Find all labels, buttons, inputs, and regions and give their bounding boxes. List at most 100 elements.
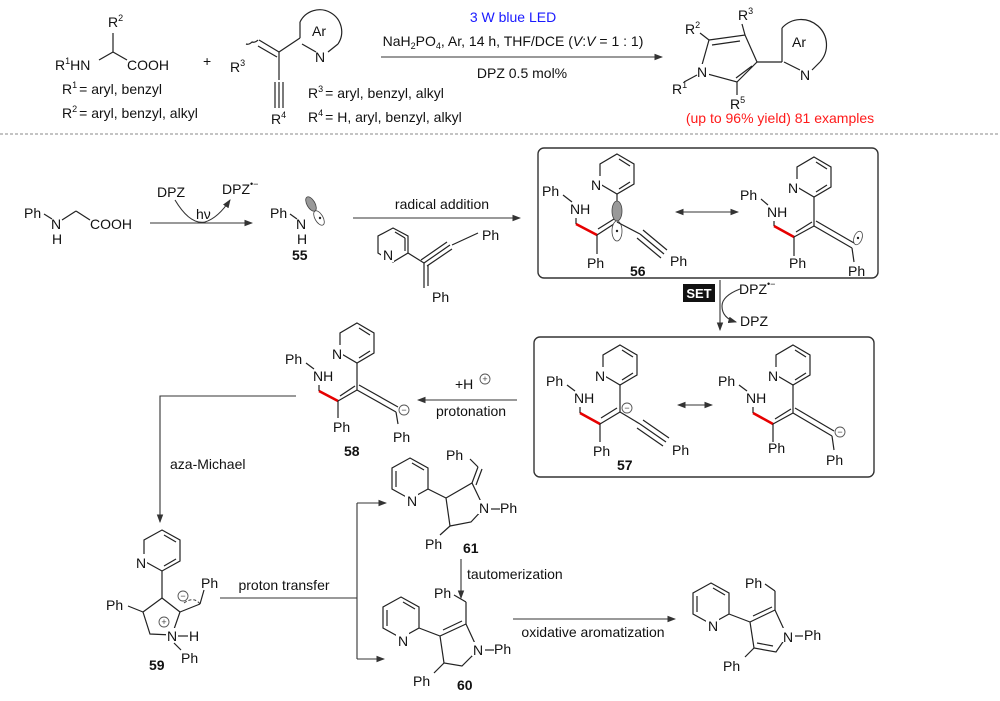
ph-label: Ph bbox=[181, 650, 198, 666]
ph-label: Ph bbox=[106, 597, 123, 613]
reactant-amino-acid: R2 R1HN COOH R1= aryl, benzyl R2= aryl, … bbox=[55, 13, 198, 121]
light-source-label: 3 W blue LED bbox=[470, 9, 556, 25]
negative-charge-icon bbox=[834, 426, 846, 438]
n-label: N bbox=[591, 177, 601, 193]
ph-label: Ph bbox=[270, 205, 287, 221]
step-label-tautomerization: tautomerization bbox=[467, 566, 563, 582]
compound-label-57: 57 bbox=[617, 457, 633, 473]
catalyst-label: DPZ 0.5 mol% bbox=[477, 65, 567, 81]
nh-label: NH bbox=[574, 390, 594, 406]
step-label-radical-addition: radical addition bbox=[395, 196, 489, 212]
set-badge bbox=[683, 284, 715, 302]
plus-sign: + bbox=[203, 53, 211, 69]
hv-label: hν bbox=[196, 206, 211, 222]
ph-label: Ph bbox=[670, 253, 687, 269]
charge-label: − bbox=[624, 403, 629, 413]
reactant-enyne: Ar N R3 R4 R3= aryl, benzyl, alkyl R4= H… bbox=[230, 9, 462, 127]
r1hn-label: R1HN bbox=[55, 56, 90, 73]
protonation-step: +H + protonation bbox=[416, 373, 517, 419]
p-r1-label: R1 bbox=[672, 80, 687, 97]
n-label: N bbox=[167, 628, 177, 644]
radical-55: Ph N H 55 bbox=[270, 196, 325, 263]
product-pyrrole: R2 R3 N R1 R5 Ar N (up to 96% yield) 81 … bbox=[672, 6, 874, 126]
oxidative-aromatization-step: oxidative aromatization bbox=[513, 615, 677, 640]
intermediate-61: N Ph N Ph Ph 61 bbox=[391, 447, 517, 556]
reaction-conditions: 3 W blue LED NaH2PO4, Ar, 14 h, THF/DCE … bbox=[381, 9, 664, 81]
negative-charge-icon bbox=[398, 404, 410, 416]
n-label: N bbox=[788, 180, 798, 196]
positive-charge-icon bbox=[479, 373, 491, 385]
photoexcitation-step: DPZ hν DPZ•− bbox=[150, 179, 258, 227]
proton-transfer-step: proton transfer bbox=[220, 499, 388, 663]
yield-summary: (up to 96% yield) 81 examples bbox=[686, 110, 874, 126]
ph-label: Ph bbox=[413, 673, 430, 689]
r2-definition: R2= aryl, benzyl, alkyl bbox=[62, 104, 198, 121]
nh-label: NH bbox=[746, 390, 766, 406]
conditions-label: NaH2PO4, Ar, 14 h, THF/DCE (V:V = 1 : 1) bbox=[383, 33, 644, 51]
n-label: N bbox=[473, 642, 483, 658]
p-r3-label: R3 bbox=[738, 6, 753, 23]
ph-label: Ph bbox=[718, 373, 735, 389]
ph-label: Ph bbox=[285, 351, 302, 367]
p-ar-label: Ar bbox=[792, 34, 806, 50]
dpz-radical-anion-label: DPZ•− bbox=[222, 179, 258, 197]
ph-label: Ph bbox=[482, 227, 499, 243]
compound-label-55: 55 bbox=[292, 247, 308, 263]
intermediate-56b: Ph NH N Ph Ph bbox=[740, 156, 865, 279]
ph-label: Ph bbox=[587, 255, 604, 271]
negative-charge-icon bbox=[177, 590, 189, 602]
ph-label: Ph bbox=[500, 500, 517, 516]
ph-label: Ph bbox=[723, 658, 740, 674]
step-label-aza-michael: aza-Michael bbox=[170, 456, 245, 472]
ph-label: Ph bbox=[740, 187, 757, 203]
ph-label: Ph bbox=[393, 429, 410, 445]
ph-label: Ph bbox=[542, 183, 559, 199]
r2-label: R2 bbox=[108, 13, 123, 30]
p-n-label: N bbox=[697, 64, 707, 80]
cooh-label: COOH bbox=[90, 216, 132, 232]
ph-label: Ph bbox=[432, 289, 449, 305]
p-r5-label: R5 bbox=[730, 95, 745, 112]
n-label: N bbox=[136, 555, 146, 571]
intermediate-56a: Ph NH N Ph Ph 56 bbox=[542, 153, 687, 279]
n-label: N bbox=[383, 247, 393, 263]
ph-label: Ph bbox=[24, 205, 41, 221]
nh-label: NH bbox=[767, 204, 787, 220]
step-label-proton-transfer: proton transfer bbox=[238, 577, 329, 593]
ph-label: Ph bbox=[804, 627, 821, 643]
resonance-box-56 bbox=[537, 147, 879, 279]
compound-label-56: 56 bbox=[630, 263, 646, 279]
radical-addition-step: radical addition bbox=[353, 196, 522, 222]
n-label: N bbox=[398, 633, 408, 649]
step-label-oxidative-aromatization: oxidative aromatization bbox=[521, 624, 664, 640]
n-label: N bbox=[479, 500, 489, 516]
tautomerization-step: tautomerization bbox=[457, 559, 563, 600]
ph-label: Ph bbox=[789, 255, 806, 271]
charge-label: − bbox=[401, 405, 406, 415]
ph-label: Ph bbox=[201, 575, 218, 591]
ph-label: Ph bbox=[848, 263, 865, 279]
charge-label: − bbox=[180, 591, 185, 601]
set-step: SET DPZ•− DPZ bbox=[683, 279, 775, 332]
r3-definition: R3= aryl, benzyl, alkyl bbox=[308, 84, 444, 101]
ph-label: Ph bbox=[672, 442, 689, 458]
intermediate-57b: Ph NH N Ph − Ph bbox=[718, 344, 846, 468]
n-label: N bbox=[296, 216, 306, 232]
proton-reagent-label: +H bbox=[455, 376, 473, 392]
p-ar-n-label: N bbox=[800, 67, 810, 83]
ph-label: Ph bbox=[446, 447, 463, 463]
ph-label: Ph bbox=[546, 373, 563, 389]
ph-label: Ph bbox=[494, 641, 511, 657]
n-label: N bbox=[708, 618, 718, 634]
n-label: N bbox=[783, 629, 793, 645]
n-label: N bbox=[332, 346, 342, 362]
dpz-label: DPZ bbox=[740, 313, 768, 329]
r1-definition: R1= aryl, benzyl bbox=[62, 80, 162, 97]
n-label: N bbox=[315, 49, 325, 65]
intermediate-58: Ph NH N Ph − Ph 58 bbox=[285, 322, 410, 459]
start-phenylglycine: Ph N H COOH bbox=[24, 205, 132, 247]
positive-charge-icon bbox=[158, 616, 170, 628]
h-label: H bbox=[189, 628, 199, 644]
cooh-label: COOH bbox=[127, 57, 169, 73]
